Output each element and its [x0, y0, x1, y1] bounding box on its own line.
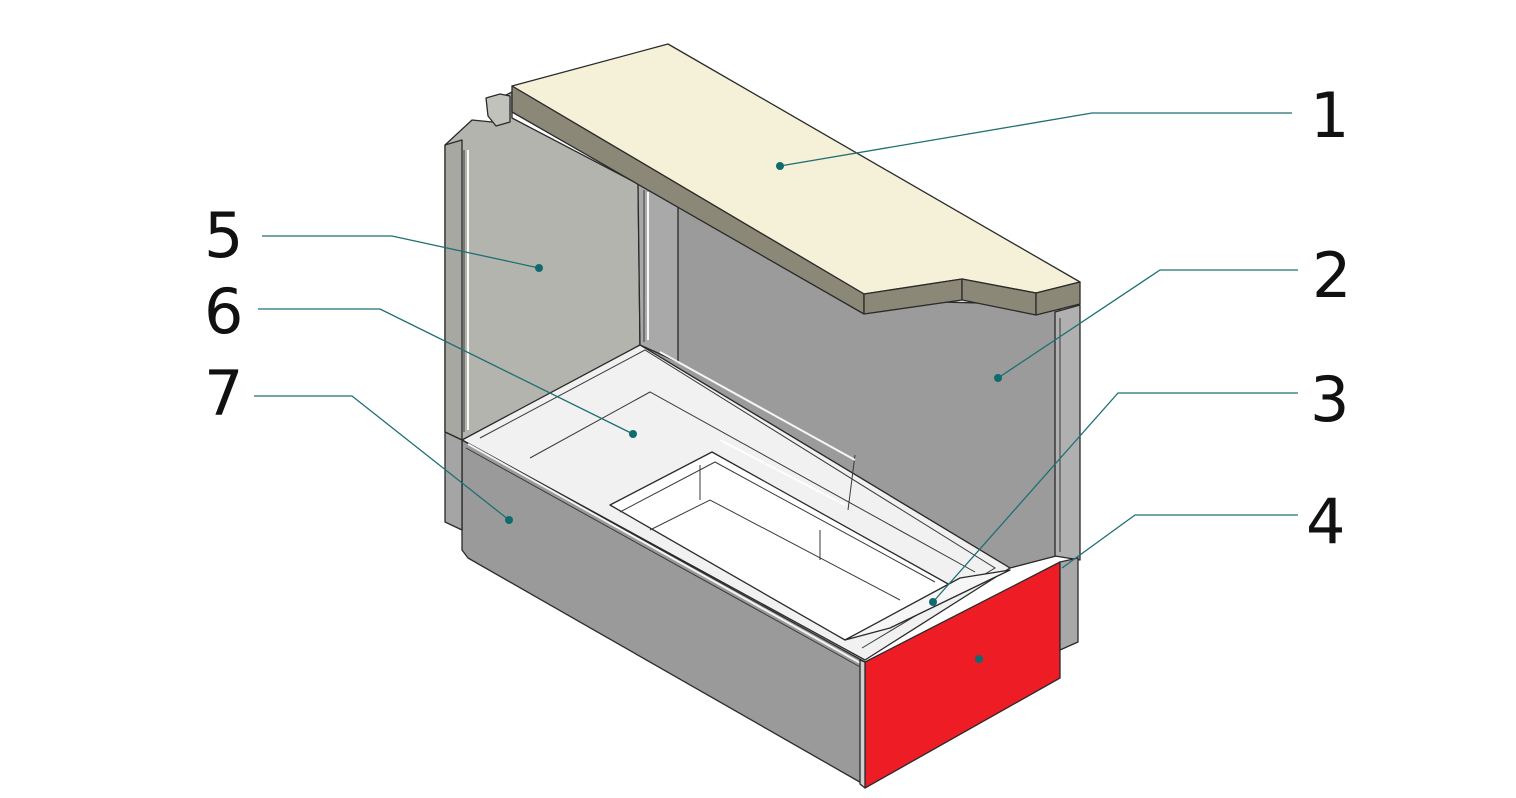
callout-label-1: 1	[1310, 79, 1349, 152]
leader-line-1	[779, 112, 1292, 167]
leader-line-3	[932, 392, 1298, 603]
leader-line-5	[262, 235, 540, 269]
callout-dot-3	[929, 598, 937, 606]
callout-dot-5	[535, 264, 543, 272]
callout-label-6: 6	[204, 275, 243, 348]
leader-lines	[254, 112, 1298, 603]
callout-dot-6	[629, 430, 637, 438]
front-short-panel	[859, 557, 1079, 789]
callout-label-5: 5	[204, 199, 243, 272]
leader-line-7	[254, 395, 510, 521]
leader-line-2	[997, 269, 1298, 379]
tray-interior	[461, 344, 1011, 661]
left-side-panel	[444, 91, 641, 441]
callout-label-2: 2	[1312, 239, 1351, 312]
callout-dot-4	[975, 655, 983, 663]
callout-label-3: 3	[1310, 363, 1349, 436]
leader-line-6	[258, 308, 634, 435]
callout-dot-1	[776, 162, 784, 170]
callout-label-4: 4	[1306, 485, 1345, 558]
leader-line-4	[1061, 514, 1298, 569]
callout-dot-2	[994, 374, 1002, 382]
callout-dot-7	[505, 516, 513, 524]
lid	[511, 43, 1081, 316]
front-long-panel	[444, 431, 866, 786]
callout-labels: 1 2 3 4 5 6 7	[204, 79, 1351, 558]
callout-dots	[505, 162, 1002, 663]
callout-label-7: 7	[204, 357, 243, 430]
